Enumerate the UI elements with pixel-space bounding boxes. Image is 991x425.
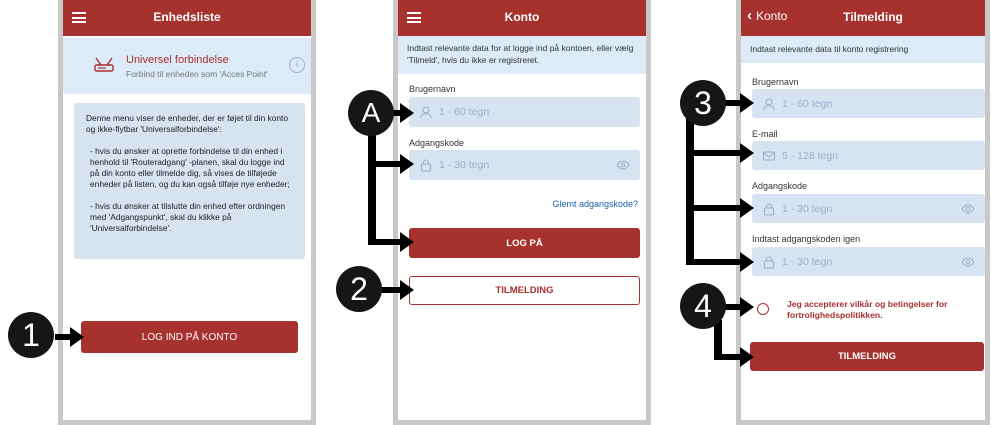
arrow-head bbox=[400, 154, 414, 174]
password-label: Adgangskode bbox=[752, 181, 808, 191]
eye-icon[interactable] bbox=[616, 159, 630, 171]
arrow-head bbox=[740, 143, 754, 163]
username-label: Brugernavn bbox=[752, 77, 799, 87]
universal-subtitle: Forbind til enheden som 'Acces Point' bbox=[126, 69, 268, 79]
screen-device-list: Enhedsliste Universel forbindelse Forbin… bbox=[58, 0, 316, 425]
username-placeholder: 1 - 60 tegn bbox=[439, 106, 490, 118]
arrow-head bbox=[400, 103, 414, 123]
screen-signup: ‹ Konto Tilmelding Indtast relevante dat… bbox=[736, 0, 990, 425]
app-header: ‹ Konto Tilmelding bbox=[741, 0, 985, 36]
arrow-line bbox=[714, 320, 722, 360]
arrow-line bbox=[390, 110, 404, 116]
arrow-head bbox=[740, 93, 754, 113]
page-title: Konto bbox=[504, 10, 540, 24]
eye-icon[interactable] bbox=[961, 203, 975, 215]
lock-icon bbox=[420, 159, 432, 172]
app-header: Konto bbox=[398, 0, 646, 36]
info-icon[interactable]: i bbox=[289, 57, 305, 73]
username-field[interactable]: 1 - 60 tegn bbox=[409, 97, 640, 127]
password-field[interactable]: 1 - 30 tegn bbox=[752, 194, 985, 223]
signup-submit-button[interactable]: TILMELDING bbox=[750, 342, 984, 371]
arrow-line bbox=[368, 239, 404, 245]
page-title: Enhedsliste bbox=[153, 10, 221, 24]
login-account-button[interactable]: LOG IND PÅ KONTO bbox=[81, 321, 298, 353]
lock-icon bbox=[763, 202, 775, 216]
arrow-head bbox=[400, 280, 414, 300]
universal-connection-item[interactable]: Universel forbindelse Forbind til enhede… bbox=[63, 38, 311, 94]
arrow-line bbox=[722, 304, 744, 310]
description-router: - hvis du ønsker at oprette forbindelse … bbox=[90, 146, 290, 189]
password-repeat-placeholder: 1 - 30 tegn bbox=[782, 255, 833, 268]
arrow-head bbox=[70, 327, 84, 347]
arrow-line bbox=[55, 334, 75, 340]
info-bar: Indtast relevante data for at logge ind … bbox=[398, 36, 646, 74]
user-icon bbox=[420, 106, 432, 119]
password-field[interactable]: 1 - 30 tegn bbox=[409, 150, 640, 180]
step-badge-A: A bbox=[348, 90, 394, 136]
step-badge-1: 1 bbox=[8, 312, 54, 358]
page-title: Tilmelding bbox=[843, 10, 903, 24]
eye-icon[interactable] bbox=[961, 256, 975, 268]
arrow-line bbox=[686, 98, 694, 265]
universal-title: Universel forbindelse bbox=[126, 54, 229, 66]
description-ap: - hvis du ønsker at tilslutte din enhed … bbox=[90, 201, 286, 233]
arrow-head bbox=[740, 297, 754, 317]
username-field[interactable]: 1 - 60 tegn bbox=[752, 89, 985, 118]
arrow-line bbox=[686, 205, 744, 211]
username-label: Brugernavn bbox=[409, 84, 456, 94]
description-intro: Denne menu viser de enheder, der er føje… bbox=[86, 113, 289, 134]
screen-account: Konto Indtast relevante data for at logg… bbox=[393, 0, 651, 425]
app-header: Enhedsliste bbox=[63, 0, 311, 36]
signup-button[interactable]: TILMELDING bbox=[409, 276, 640, 305]
arrow-line bbox=[714, 354, 744, 360]
arrow-line bbox=[368, 110, 376, 243]
info-bar: Indtast relevante data til konto registr… bbox=[741, 36, 985, 63]
arrow-line bbox=[725, 100, 745, 106]
arrow-head bbox=[400, 232, 414, 252]
arrow-head bbox=[740, 252, 754, 272]
step-badge-4: 4 bbox=[680, 283, 726, 329]
password-repeat-field[interactable]: 1 - 30 tegn bbox=[752, 247, 985, 276]
menu-icon[interactable] bbox=[407, 12, 421, 23]
step-badge-2: 2 bbox=[336, 266, 382, 312]
arrow-line bbox=[686, 150, 744, 156]
arrow-head bbox=[740, 198, 754, 218]
login-button[interactable]: LOG PÅ bbox=[409, 228, 640, 258]
back-label: Konto bbox=[756, 9, 788, 23]
forgot-password-link[interactable]: Glemt adgangskode? bbox=[552, 199, 638, 209]
arrow-line bbox=[686, 259, 744, 265]
email-label: E-mail bbox=[752, 129, 778, 139]
router-icon bbox=[94, 57, 114, 72]
step-badge-3: 3 bbox=[680, 80, 726, 126]
username-placeholder: 1 - 60 tegn bbox=[782, 97, 833, 110]
password-repeat-label: Indtast adgangskoden igen bbox=[752, 234, 861, 244]
description-box: Denne menu viser de enheder, der er føje… bbox=[74, 103, 305, 259]
chevron-left-icon: ‹ bbox=[747, 7, 752, 24]
password-label: Adgangskode bbox=[409, 138, 465, 148]
arrow-line bbox=[378, 287, 404, 293]
terms-text[interactable]: Jeg accepterer vilkår og betingelser for… bbox=[787, 299, 948, 320]
arrow-line bbox=[368, 161, 404, 167]
password-placeholder: 1 - 30 tegn bbox=[439, 159, 490, 171]
password-placeholder: 1 - 30 tegn bbox=[782, 202, 833, 215]
back-button[interactable]: ‹ Konto bbox=[747, 7, 788, 24]
email-field[interactable]: 5 - 128 tegn bbox=[752, 141, 985, 170]
terms-checkbox[interactable] bbox=[757, 303, 769, 315]
mail-icon bbox=[762, 150, 776, 161]
menu-icon[interactable] bbox=[72, 12, 86, 23]
lock-icon bbox=[763, 255, 775, 269]
email-placeholder: 5 - 128 tegn bbox=[782, 149, 839, 162]
user-icon bbox=[763, 97, 775, 110]
arrow-head bbox=[740, 347, 754, 367]
